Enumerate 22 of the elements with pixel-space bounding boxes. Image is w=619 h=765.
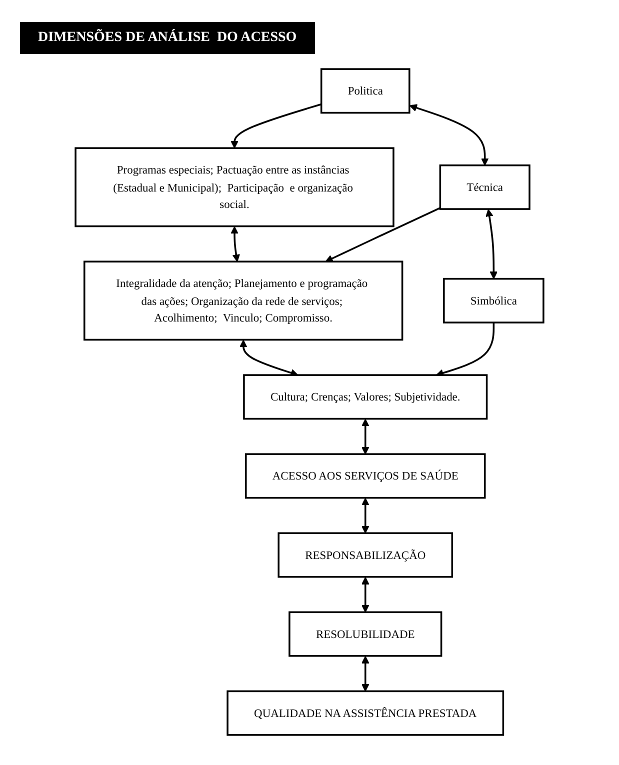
arrow bbox=[409, 104, 489, 166]
node-box: ACESSO AOS SERVIÇOS DE SAÚDE bbox=[245, 453, 486, 499]
arrow bbox=[361, 576, 370, 613]
node-box: Simbólica bbox=[443, 278, 544, 324]
arrow bbox=[230, 103, 322, 148]
arrow bbox=[325, 207, 441, 262]
arrow bbox=[239, 340, 298, 377]
node-box: RESOLUBILIDADE bbox=[288, 611, 442, 657]
arrow bbox=[436, 322, 495, 377]
node-box: Integralidade da atenção; Planejamento e programação das ações; Organização da rede de serviços; Acolhimento; Vinculo; Compromisso. bbox=[84, 260, 404, 341]
arrow bbox=[230, 226, 240, 262]
node-box: Programas especiais; Pactuação entre as instâncias (Estadual e Municipal); Participação e organização social. bbox=[74, 147, 394, 228]
arrow bbox=[361, 498, 370, 534]
node-box: Politica bbox=[320, 68, 410, 114]
arrow bbox=[361, 656, 370, 692]
node-box: QUALIDADE NA ASSISTÊNCIA PRESTADA bbox=[226, 690, 504, 736]
node-box: RESPONSABILIZAÇÃO bbox=[278, 532, 454, 578]
node-box: Técnica bbox=[439, 164, 530, 210]
arrow bbox=[361, 418, 370, 454]
title-banner: DIMENSÕES DE ANÁLISE DO ACESSO bbox=[20, 22, 315, 54]
node-box: Cultura; Crenças; Valores; Subjetividade. bbox=[243, 374, 488, 420]
arrow bbox=[486, 209, 498, 280]
